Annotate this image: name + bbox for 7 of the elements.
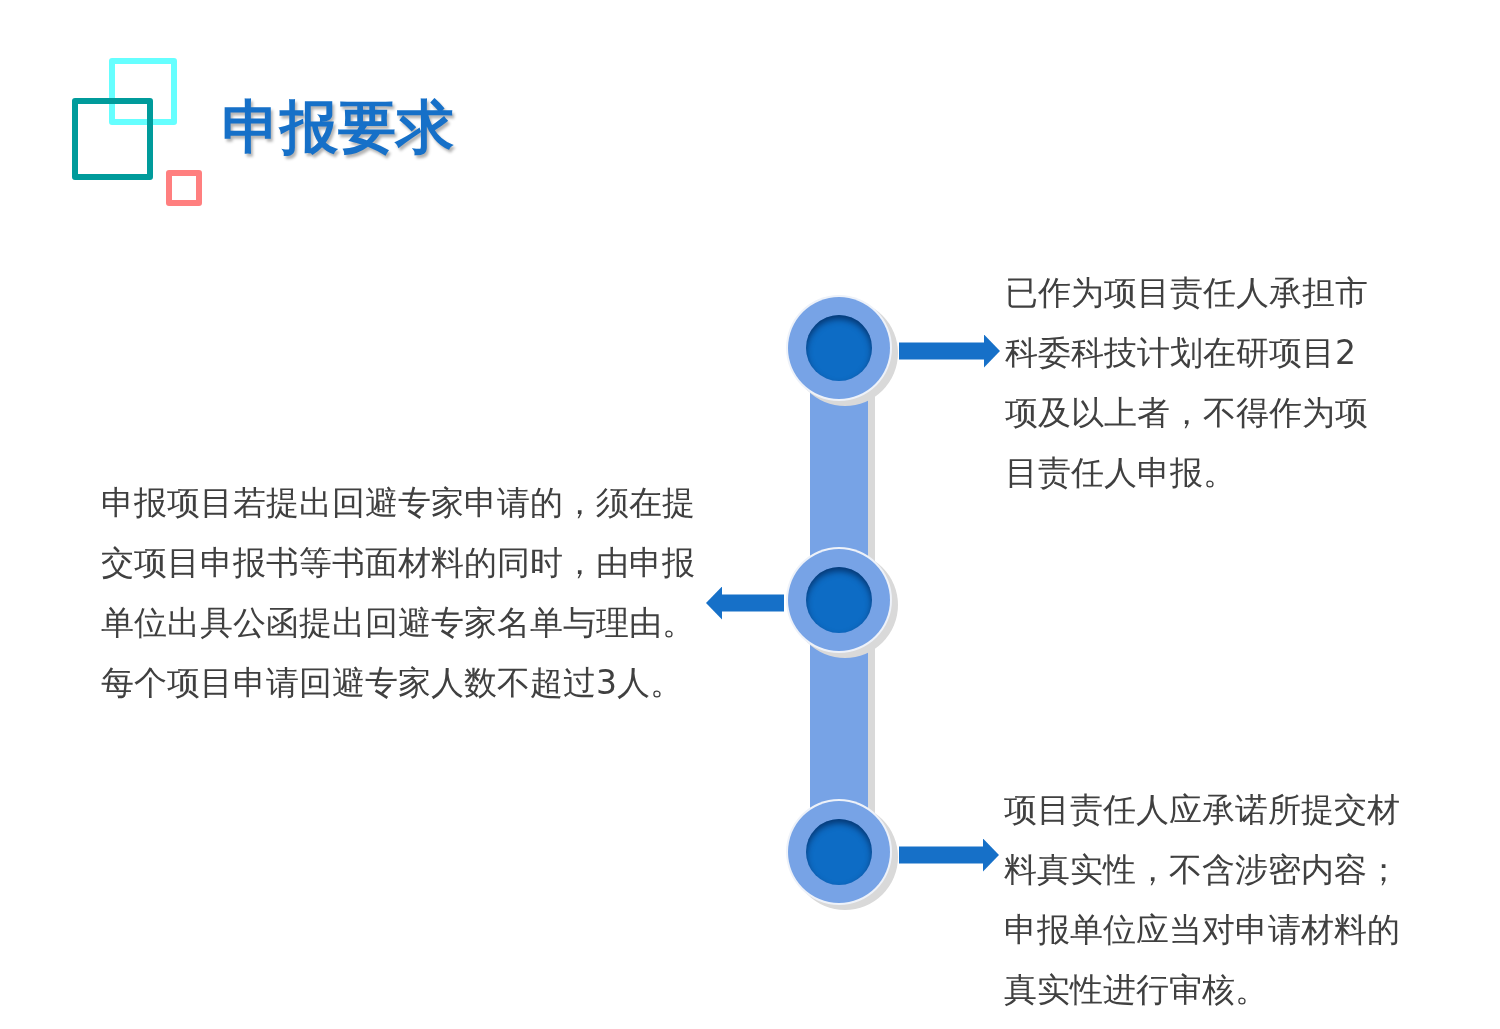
- title: 申报要求: [222, 96, 454, 158]
- description-text: 已作为项目责任人承担市科委科技计划在研项目2项及以上者，不得作为项目责任人申报。: [1005, 272, 1369, 494]
- arrow: [706, 586, 784, 620]
- arrow: [899, 334, 1000, 368]
- arrow: [899, 838, 999, 872]
- description-text: 申报项目若提出回避专家申请的，须在提交项目申报书等书面材料的同时，由申报单位出具公函提出回避专家名单与理由。每个项目申请回避专家人数不超过3人。: [101, 482, 696, 704]
- description-text: 项目责任人应承诺所提交材料真实性，不含涉密内容；申报单位应当对申请材料的真实性进行审核。: [1004, 789, 1401, 1011]
